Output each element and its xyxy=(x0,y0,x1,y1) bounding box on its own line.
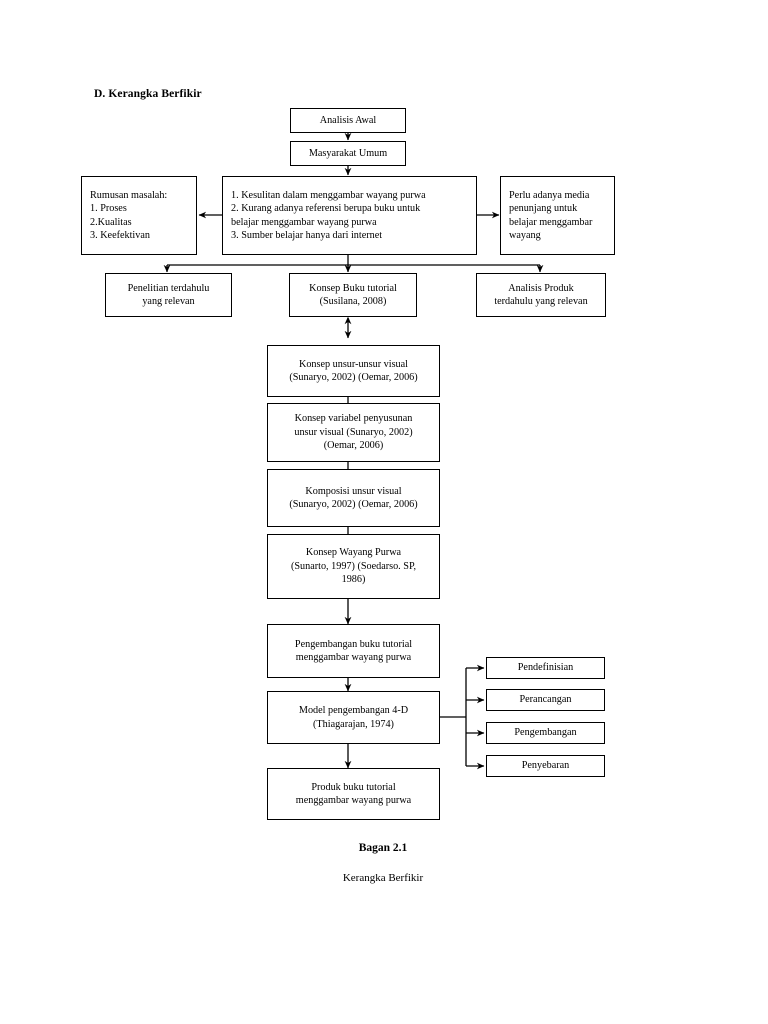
node-pengembangan: Pengembangan xyxy=(486,722,605,744)
node-analisis-produk: Analisis Produk terdahulu yang relevan xyxy=(476,273,606,317)
node-analisis-awal: Analisis Awal xyxy=(290,108,406,133)
node-label: Komposisi unsur visual (Sunaryo, 2002) (… xyxy=(289,485,418,510)
node-perancangan: Perancangan xyxy=(486,689,605,711)
node-penelitian-terdahulu: Penelitian terdahulu yang relevan xyxy=(105,273,232,317)
node-label: 1. Kesulitan dalam menggambar wayang pur… xyxy=(231,189,426,241)
node-label: Perlu adanya media penunjang untuk belaj… xyxy=(509,189,593,241)
node-perlu-media-penunjang: Perlu adanya media penunjang untuk belaj… xyxy=(500,176,615,255)
node-produk-buku-tutorial: Produk buku tutorial menggambar wayang p… xyxy=(267,768,440,820)
node-label: Perancangan xyxy=(519,694,572,706)
node-konsep-variabel-penyusunan: Konsep variabel penyusunan unsur visual … xyxy=(267,403,440,462)
node-label: Pendefinisian xyxy=(517,662,574,674)
node-masyarakat-umum: Masyarakat Umum xyxy=(290,141,406,166)
node-label: Analisis Awal xyxy=(319,114,377,126)
node-model-pengembangan-4d: Model pengembangan 4-D (Thiagarajan, 197… xyxy=(267,691,440,744)
node-label: Penyebaran xyxy=(521,760,570,772)
node-konsep-buku-tutorial: Konsep Buku tutorial (Susilana, 2008) xyxy=(289,273,417,317)
figure-caption: Bagan 2.1 Kerangka Berfikir xyxy=(267,826,499,886)
node-rumusan-masalah: Rumusan masalah: 1. Proses 2.Kualitas 3.… xyxy=(81,176,197,255)
page-title: D. Kerangka Berfikir xyxy=(94,88,202,100)
node-label: Rumusan masalah: 1. Proses 2.Kualitas 3.… xyxy=(90,189,168,241)
node-label: Penelitian terdahulu yang relevan xyxy=(127,282,210,307)
node-label: Model pengembangan 4-D (Thiagarajan, 197… xyxy=(298,705,409,730)
node-masalah-utama: 1. Kesulitan dalam menggambar wayang pur… xyxy=(222,176,477,255)
caption-title: Bagan 2.1 xyxy=(358,841,408,854)
node-label: Masyarakat Umum xyxy=(308,147,388,159)
node-pengembangan-buku-tutorial: Pengembangan buku tutorial menggambar wa… xyxy=(267,624,440,678)
node-label: Pengembangan buku tutorial menggambar wa… xyxy=(294,638,413,663)
node-label: Konsep variabel penyusunan unsur visual … xyxy=(294,413,413,452)
node-label: Produk buku tutorial menggambar wayang p… xyxy=(295,781,412,806)
node-penyebaran: Penyebaran xyxy=(486,755,605,777)
node-konsep-wayang-purwa: Konsep Wayang Purwa (Sunarto, 1997) (Soe… xyxy=(267,534,440,599)
node-konsep-unsur-visual: Konsep unsur-unsur visual (Sunaryo, 2002… xyxy=(267,345,440,397)
node-label: Konsep unsur-unsur visual (Sunaryo, 2002… xyxy=(289,358,418,383)
node-label: Konsep Buku tutorial (Susilana, 2008) xyxy=(309,282,397,307)
node-label: Konsep Wayang Purwa (Sunarto, 1997) (Soe… xyxy=(290,547,417,586)
node-label: Analisis Produk terdahulu yang relevan xyxy=(494,282,588,307)
node-pendefinisian: Pendefinisian xyxy=(486,657,605,679)
caption-subtitle: Kerangka Berfikir xyxy=(342,872,424,885)
node-komposisi-unsur-visual: Komposisi unsur visual (Sunaryo, 2002) (… xyxy=(267,469,440,527)
node-label: Pengembangan xyxy=(514,727,577,739)
